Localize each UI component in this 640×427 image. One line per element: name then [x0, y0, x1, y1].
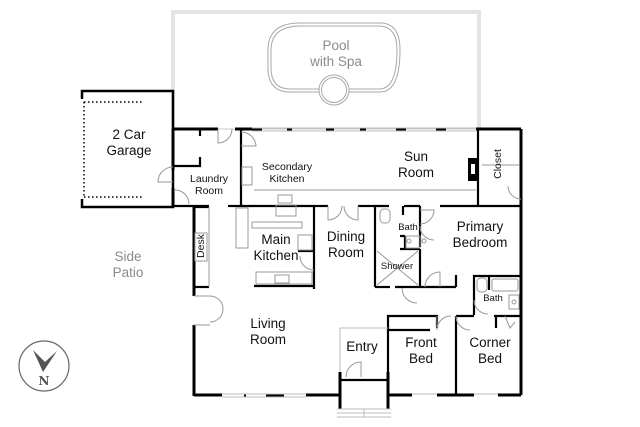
- pool-deck: [171, 10, 481, 130]
- room-garage: 2 Car Garage: [106, 127, 152, 158]
- exterior-walls: [171, 127, 523, 409]
- room-hall-bath: Bath: [483, 293, 503, 304]
- room-corner-bed: Corner Bed: [469, 335, 511, 366]
- room-secondary-kitchen: Secondary Kitchen: [261, 161, 313, 185]
- room-sun-room: Sun Room: [397, 149, 434, 180]
- room-primary-bath: Bath: [398, 222, 418, 233]
- room-laundry: Laundry Room: [190, 173, 228, 197]
- compass-north-label: N: [38, 374, 50, 388]
- pool-label: Pool with Spa: [310, 38, 362, 69]
- compass-icon: [18, 340, 70, 392]
- room-primary-bedroom: Primary Bedroom: [452, 219, 508, 250]
- room-front-bed: Front Bed: [405, 335, 437, 366]
- room-desk: Desk: [195, 234, 207, 258]
- fireplace: [468, 158, 478, 181]
- room-entry: Entry: [346, 339, 378, 354]
- pool: [267, 22, 401, 106]
- room-main-kitchen: Main Kitchen: [253, 232, 299, 263]
- room-living: Living Room: [249, 316, 286, 347]
- room-shower: Shower: [380, 261, 414, 272]
- side-patio-label: Side Patio: [112, 249, 144, 280]
- fixtures: [194, 164, 520, 310]
- room-dining: Dining Room: [326, 229, 366, 260]
- door-swings: [157, 128, 522, 378]
- windows: [222, 127, 498, 418]
- room-closet: Closet: [492, 149, 504, 179]
